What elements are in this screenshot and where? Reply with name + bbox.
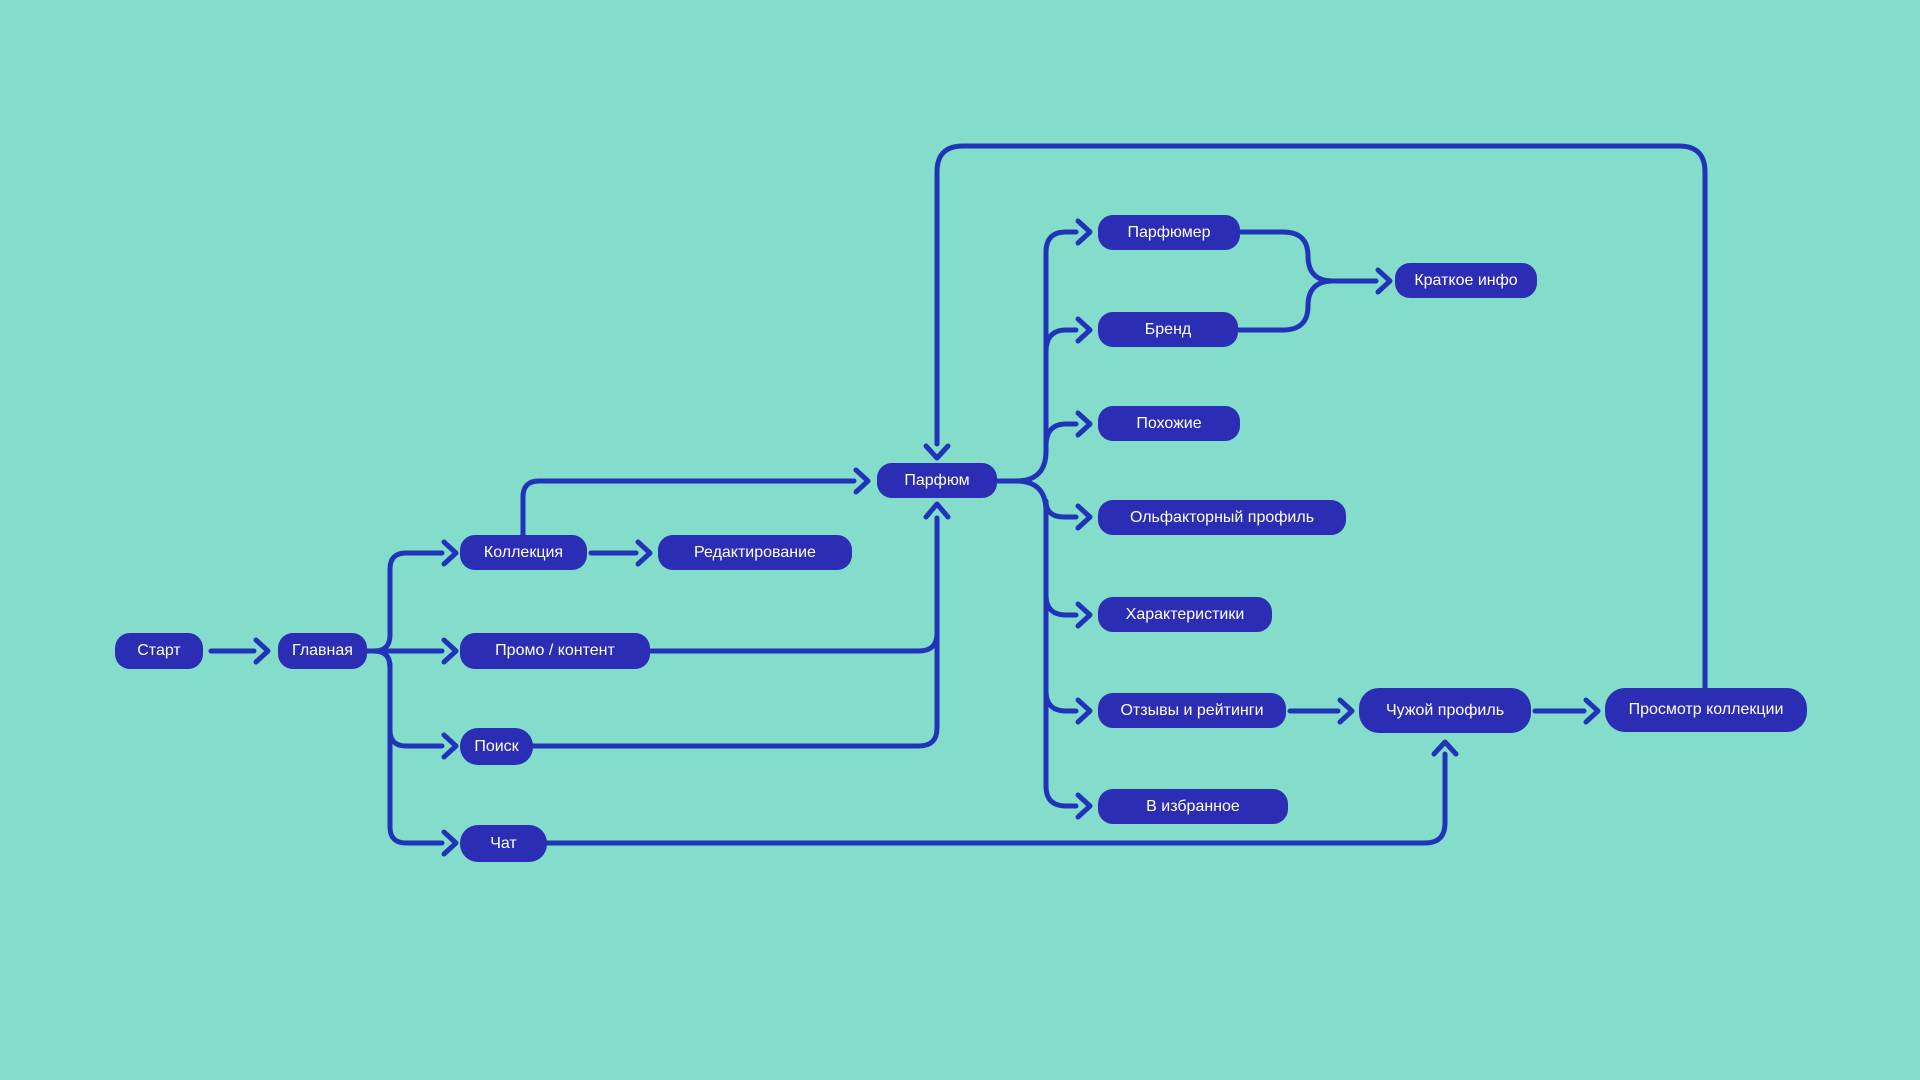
edge-brend-kratkoe	[1235, 278, 1336, 333]
node-kollekciya[interactable]: Коллекция	[460, 535, 587, 570]
edge-start-glavnaya	[208, 637, 271, 665]
edge-chuzhoy-prosmotr	[1532, 697, 1601, 725]
node-pohozhie[interactable]: Похожие	[1098, 406, 1240, 441]
node-parfyumer[interactable]: Парфюмер	[1098, 215, 1240, 250]
edge-prosmotr-parfyum-loop	[923, 143, 1708, 691]
edge-parfyum-izbrannoe	[1013, 478, 1093, 820]
node-chat[interactable]: Чат	[460, 825, 547, 862]
edge-chat-chuzhoy	[544, 739, 1459, 846]
edge-kollekciya-parfyum	[520, 467, 871, 538]
edge-glavnaya-kollekciya	[364, 539, 459, 654]
node-prosmotr[interactable]: Просмотр коллекции	[1605, 688, 1807, 732]
node-glavnaya[interactable]: Главная	[278, 633, 367, 669]
edge-parfyum-otzyvy	[1043, 688, 1093, 725]
edge-parfyum-pohozhie	[1043, 410, 1093, 449]
edge-parfyum-parfyumer	[994, 218, 1093, 484]
edge-parfyum-olfaktorny	[1043, 498, 1093, 531]
edge-parfyumer-kratkoe	[1237, 229, 1393, 295]
node-brend[interactable]: Бренд	[1098, 312, 1238, 347]
node-chuzhoy-profil[interactable]: Чужой профиль	[1359, 688, 1531, 733]
node-harakteristiki[interactable]: Характеристики	[1098, 597, 1272, 632]
node-kratkoe-info[interactable]: Краткое инфо	[1395, 263, 1537, 298]
edge-glavnaya-chat	[364, 648, 459, 857]
edge-parfyum-harakteristiki	[1043, 592, 1093, 629]
node-otzyvy[interactable]: Отзывы и рейтинги	[1098, 693, 1286, 728]
edge-parfyum-brend	[1043, 316, 1093, 355]
node-promo[interactable]: Промо / контент	[460, 633, 650, 669]
node-redaktirovanie[interactable]: Редактирование	[658, 535, 852, 570]
edge-poisk-parfyum	[530, 617, 940, 749]
node-izbrannoe[interactable]: В избранное	[1098, 789, 1288, 824]
edge-glavnaya-poisk	[364, 648, 459, 760]
edge-promo-parfyum	[647, 501, 951, 654]
node-poisk[interactable]: Поиск	[460, 728, 533, 765]
edge-otzyvy-chuzhoy	[1287, 697, 1355, 725]
edge-kollekciya-redaktirovanie	[588, 539, 653, 567]
node-start[interactable]: Старт	[115, 633, 203, 669]
node-parfyum[interactable]: Парфюм	[877, 463, 997, 498]
node-olfaktorny[interactable]: Ольфакторный профиль	[1098, 500, 1346, 535]
